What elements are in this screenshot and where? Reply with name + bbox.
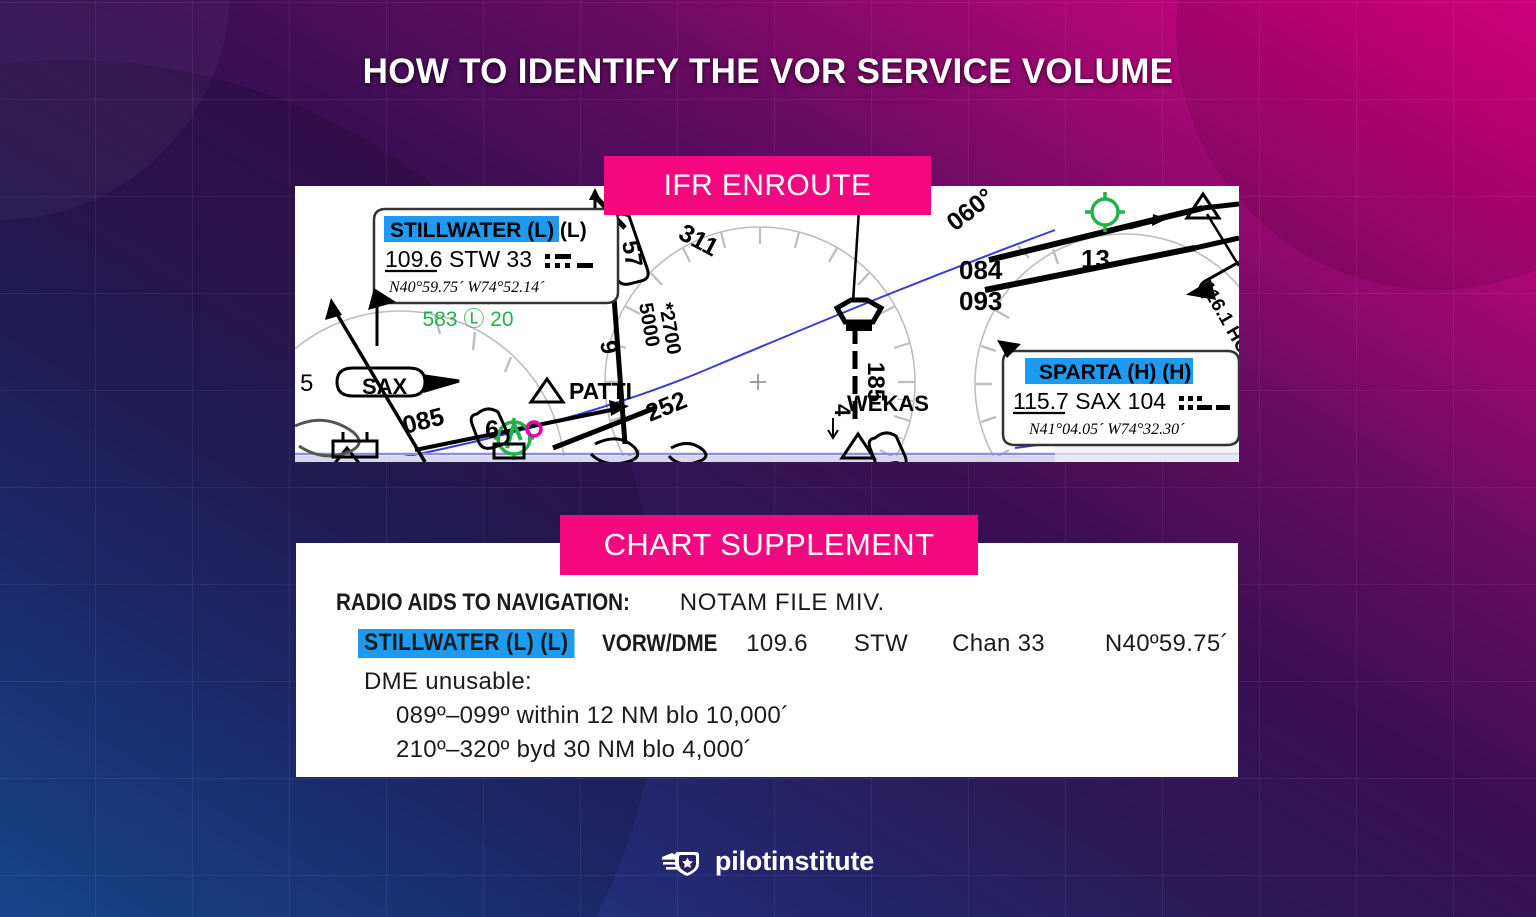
radio-aids-heading-line: RADIO AIDS TO NAVIGATION: NOTAM FILE MIV. <box>336 591 1216 615</box>
svg-text:084: 084 <box>959 255 1003 285</box>
station-ident: STW <box>853 629 909 657</box>
svg-text:PATTI: PATTI <box>569 378 632 404</box>
chart-supplement-panel: RADIO AIDS TO NAVIGATION: NOTAM FILE MIV.… <box>296 543 1238 777</box>
svg-text:SAX: SAX <box>362 374 408 399</box>
svg-text:093: 093 <box>959 286 1002 316</box>
station-latitude: N40º59.75´ <box>1104 629 1229 657</box>
svg-text:5: 5 <box>300 370 313 397</box>
svg-text:57: 57 <box>616 238 647 269</box>
ifr-enroute-chart-panel: 116.1 HO SAX 5 PATTI WEKAS 311 57 9 5000… <box>295 186 1239 462</box>
station-channel: Chan 33 <box>952 629 1045 657</box>
svg-text:N40°59.75´ W74°52.14´: N40°59.75´ W74°52.14´ <box>388 279 545 296</box>
ifr-enroute-banner: IFR ENROUTE <box>604 156 931 215</box>
station-frequency: 109.6 <box>746 629 808 657</box>
svg-text:WEKAS: WEKAS <box>847 391 929 416</box>
svg-text:13: 13 <box>1081 244 1110 274</box>
chart-supplement-banner: CHART SUPPLEMENT <box>560 515 978 575</box>
stillwater-name-highlight: STILLWATER (L) (L) <box>358 629 575 658</box>
svg-text:STILLWATER (L) (L): STILLWATER (L) (L) <box>390 219 587 242</box>
svg-text:4: 4 <box>830 404 855 417</box>
winged-shield-star-icon <box>661 852 699 876</box>
dme-unusable-entry-1: 089º–099º within 12 NM blo 10,000´ <box>396 702 790 729</box>
svg-text:6: 6 <box>485 416 499 444</box>
dme-unusable-label: DME unusable: <box>364 668 532 695</box>
dme-unusable-entry-2: 210º–320º byd 30 NM blo 4,000´ <box>396 736 753 763</box>
brand-institute: institute <box>770 845 875 876</box>
chart-supplement-text: RADIO AIDS TO NAVIGATION: NOTAM FILE MIV.… <box>336 591 1228 763</box>
footer-branding: pilotinstitute <box>0 845 1536 877</box>
brand-pilot: pilot <box>714 845 771 876</box>
brand-wordmark: pilotinstitute <box>715 846 874 877</box>
svg-text:109.6 STW 33: 109.6 STW 33 <box>385 246 532 272</box>
svg-text:9: 9 <box>594 338 623 356</box>
page-title: HOW TO IDENTIFY THE VOR SERVICE VOLUME <box>362 52 1174 91</box>
notam-file-value: NOTAM FILE MIV. <box>679 589 885 616</box>
svg-text:115.7 SAX 104: 115.7 SAX 104 <box>1013 388 1166 414</box>
svg-text:SPARTA (H) (H): SPARTA (H) (H) <box>1039 361 1191 384</box>
stillwater-station-line: STILLWATER (L) (L) VORW/DME 109.6 STW Chan 3… <box>358 629 1228 658</box>
radio-aids-label: RADIO AIDS TO NAVIGATION: <box>336 589 630 616</box>
station-type-label: VORW/DME <box>602 629 718 657</box>
svg-text:185: 185 <box>862 362 889 402</box>
svg-text:6: 6 <box>878 458 908 462</box>
svg-text:N41°04.05´ W74°32.30´: N41°04.05´ W74°32.30´ <box>1028 421 1185 438</box>
ifr-enroute-chart-image: 116.1 HO SAX 5 PATTI WEKAS 311 57 9 5000… <box>295 186 1239 462</box>
svg-text:583 Ⓛ 20: 583 Ⓛ 20 <box>422 308 513 331</box>
